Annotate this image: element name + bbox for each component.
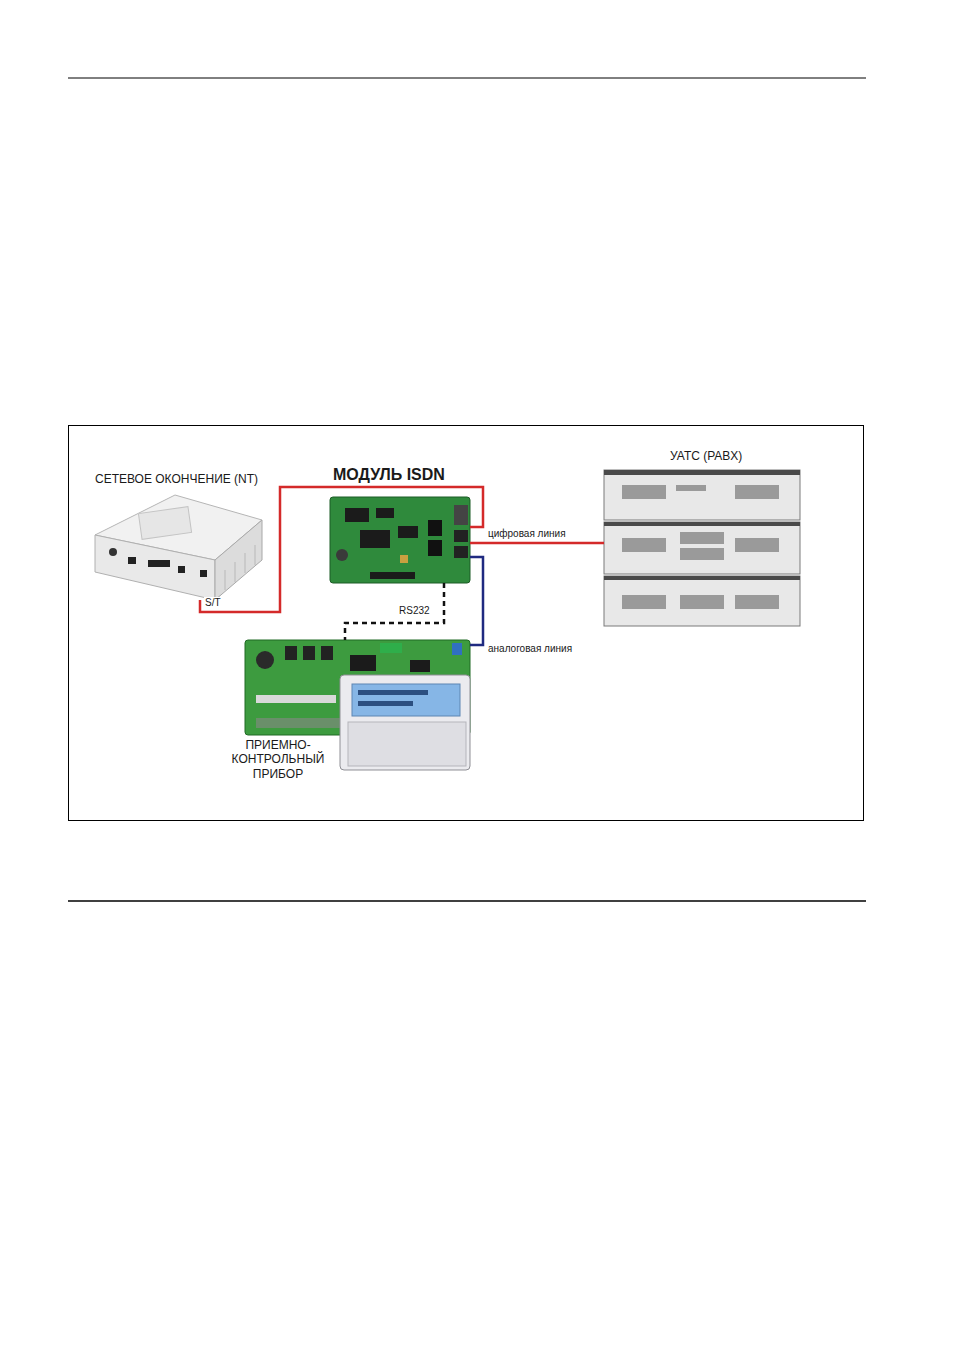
device-label: МОДУЛЬ ISDN — [333, 465, 445, 484]
connection-line — [200, 487, 483, 612]
rule — [68, 78, 866, 79]
device-node: ПРИЕМНО- КОНТРОЛЬНЫЙ ПРИБОР — [245, 640, 470, 735]
line-label: цифровая линия — [487, 528, 567, 540]
line-label: аналоговая линия — [487, 643, 573, 655]
line-label: S/T — [204, 597, 222, 609]
device-label: ПРИЕМНО- КОНТРОЛЬНЫЙ ПРИБОР — [228, 738, 328, 781]
device-node: УАТС (PABX) — [604, 468, 800, 628]
line-label: RS232 — [398, 605, 431, 617]
rule — [68, 900, 866, 902]
pabx-rack — [604, 470, 800, 626]
connection-line — [345, 583, 444, 640]
device-label: СЕТЕВОЕ ОКОНЧЕНИЕ (NT) — [95, 472, 258, 486]
isdn-module-board — [330, 497, 470, 583]
device-node: СЕТЕВОЕ ОКОНЧЕНИЕ (NT) — [92, 490, 265, 600]
frame — [69, 426, 864, 821]
nt-device — [95, 495, 262, 600]
device-label: УАТС (PABX) — [670, 449, 742, 463]
connection-line — [470, 557, 483, 645]
device-node: МОДУЛЬ ISDN — [330, 497, 470, 583]
connection-line — [470, 542, 604, 545]
